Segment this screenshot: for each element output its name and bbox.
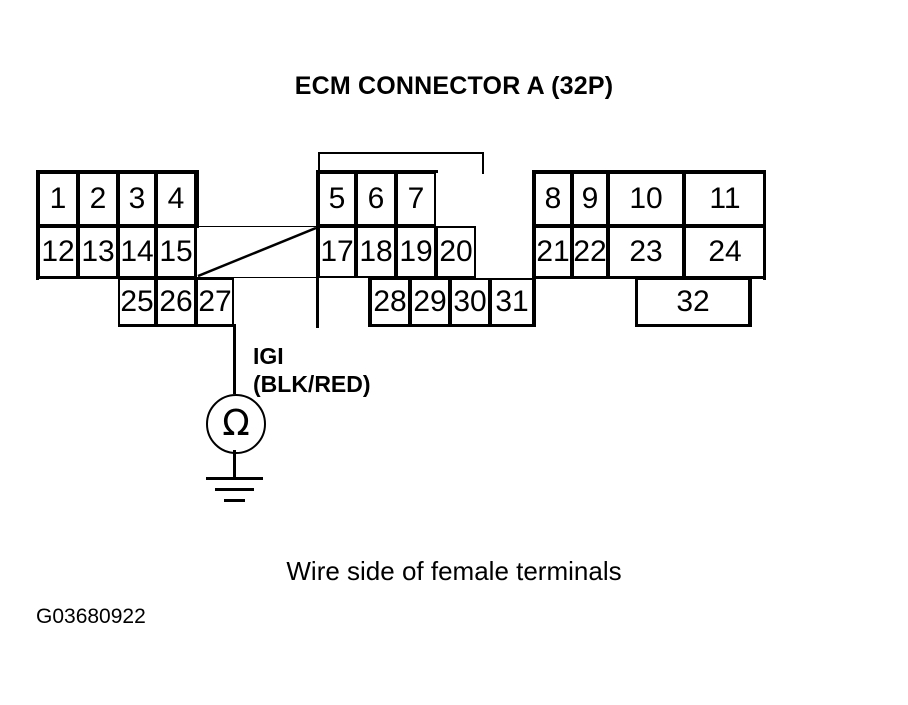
pin-cell-21: 21 (534, 226, 572, 278)
pin-cell-8: 8 (534, 172, 572, 226)
ohm-glyph: Ω (222, 403, 250, 444)
ground-bar-1 (206, 477, 263, 480)
pin-cell-26: 26 (156, 278, 196, 326)
wire-name: IGI (253, 343, 284, 369)
pin-cell-15: 15 (156, 226, 196, 278)
pin-cell-11: 11 (684, 172, 766, 226)
pin-cell-12: 12 (38, 226, 78, 278)
outline-col-8-left (532, 170, 535, 280)
outline-row1-top-left (36, 170, 198, 173)
outline-col-28-left (368, 276, 371, 327)
outline-col-32-right (749, 276, 752, 327)
ground-bar-3 (224, 499, 245, 502)
pin-cell-27: 27 (196, 278, 234, 326)
outline-row3-bottom-left (118, 324, 236, 327)
pin-cell-17: 17 (318, 226, 356, 278)
ecm-connector-a-pin-layout: 1 2 3 4 5 6 7 8 9 10 11 12 13 14 15 17 1… (36, 152, 766, 328)
probe-wire-lead (233, 326, 236, 394)
ohmmeter-symbol: Ω (206, 394, 266, 454)
pin-cell-19: 19 (396, 226, 436, 278)
pin-cell-9: 9 (572, 172, 608, 226)
outline-right (763, 170, 766, 280)
pin-cell-28: 28 (370, 278, 410, 326)
outline-col-31-right (533, 276, 536, 327)
outline-row3-bottom-right (636, 324, 752, 327)
pin-cell-14: 14 (118, 226, 156, 278)
connector-locking-tab (318, 152, 484, 174)
probe-wire-label: IGI (BLK/RED) (253, 342, 371, 398)
pin-cell-32: 32 (636, 278, 750, 326)
pin-cell-20: 20 (436, 226, 476, 278)
outline-row2-bottom-right (534, 276, 766, 279)
meter-to-ground-lead (233, 450, 236, 478)
pin-cell-24: 24 (684, 226, 766, 278)
outline-row3-bottom-mid (370, 324, 536, 327)
pin-cell-25: 25 (118, 278, 156, 326)
outline-row1-left (36, 170, 39, 280)
pin-cell-29: 29 (410, 278, 450, 326)
outline-row1-top-right (532, 170, 766, 173)
outline-col-mid-right (316, 170, 319, 328)
pin-cell-2: 2 (78, 172, 118, 226)
pin-cell-18: 18 (356, 226, 396, 278)
pin-cell-7: 7 (396, 172, 436, 226)
pin-cell-22: 22 (572, 226, 608, 278)
blanked-terminal-slash-icon (197, 227, 317, 277)
outline-col-32-left (635, 276, 638, 327)
pin-cell-13: 13 (78, 226, 118, 278)
figure-id-label: G03680922 (36, 605, 146, 628)
outline-col-mid-left (196, 170, 199, 228)
pin-cell-16-blanked (196, 226, 318, 278)
pin-cell-23: 23 (608, 226, 684, 278)
pin-cell-4: 4 (156, 172, 196, 226)
figure-caption: Wire side of female terminals (286, 556, 622, 586)
pin-cell-30: 30 (450, 278, 490, 326)
outline-bottom-left (36, 276, 120, 279)
pin-cell-10: 10 (608, 172, 684, 226)
wire-color: (BLK/RED) (253, 371, 371, 398)
outline-row1-top-mid (316, 170, 438, 173)
pin-cell-31: 31 (490, 278, 534, 326)
pin-cell-1: 1 (38, 172, 78, 226)
pin-cell-3: 3 (118, 172, 156, 226)
figure-title: ECM CONNECTOR A (32P) (294, 72, 614, 100)
pin-cell-6: 6 (356, 172, 396, 226)
ground-bar-2 (215, 488, 254, 491)
pin-cell-5: 5 (318, 172, 356, 226)
